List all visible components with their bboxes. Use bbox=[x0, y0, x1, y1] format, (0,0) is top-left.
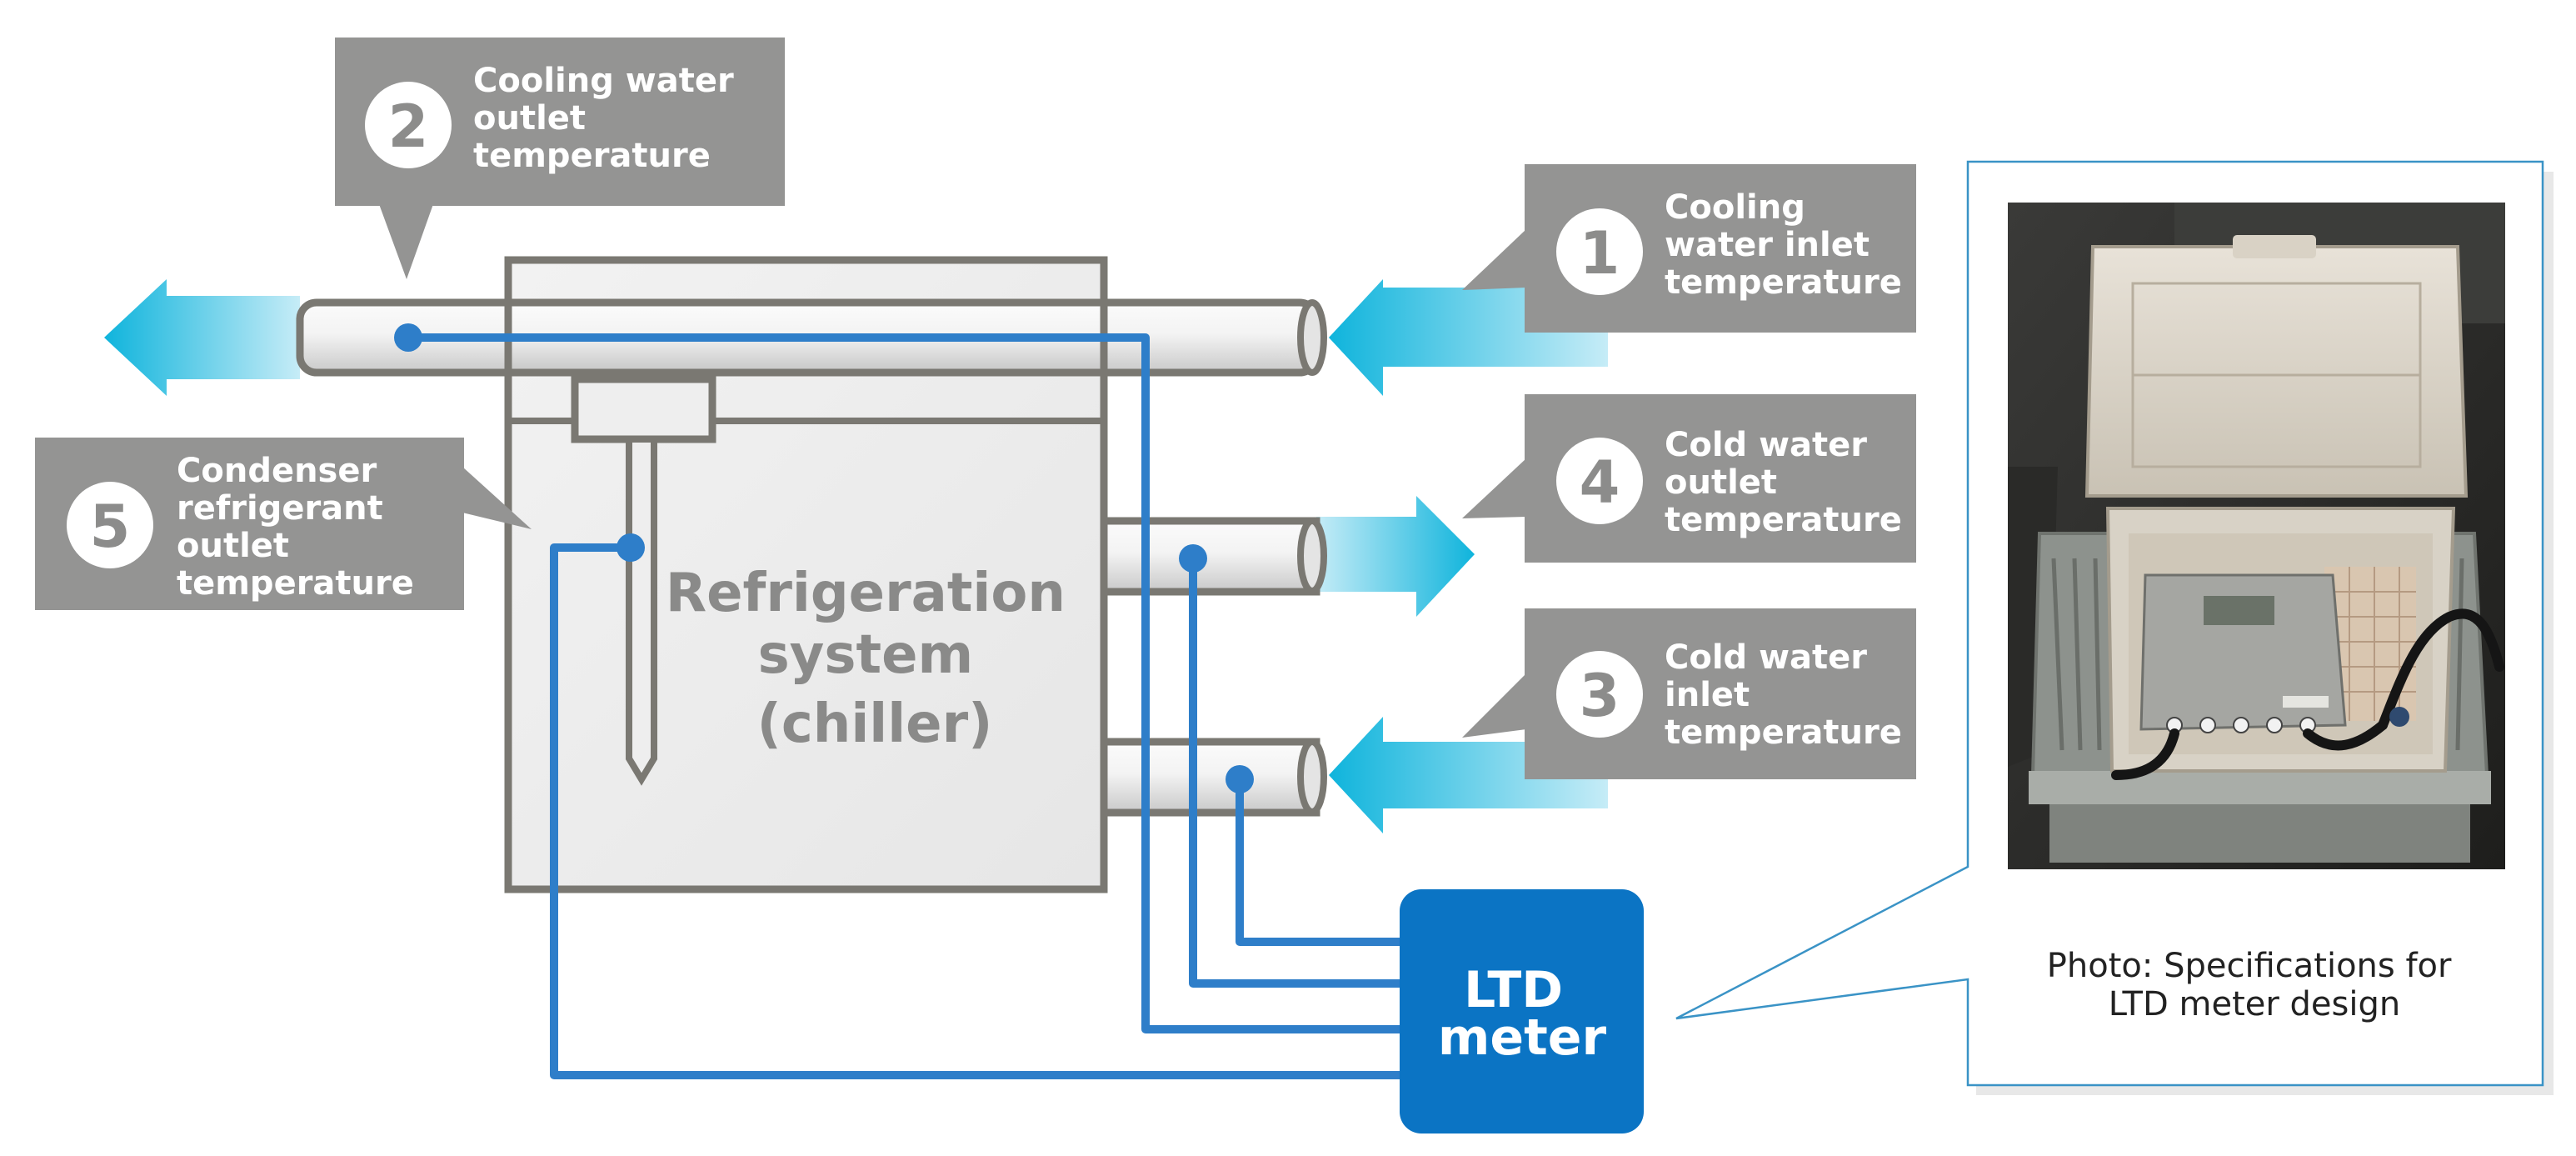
svg-text:LTD meter: LTD meter bbox=[1438, 961, 1607, 1067]
svg-text:2: 2 bbox=[388, 93, 429, 161]
photo-caption: Photo: Specifications for LTD meter desi… bbox=[2047, 947, 2462, 1023]
sensor-point-4 bbox=[1179, 544, 1207, 573]
label-condenser-refrigerant-outlet: 5 Condenser refrigerant outlet temperatu… bbox=[35, 438, 532, 610]
ltd-meter: LTD meter bbox=[1400, 889, 1644, 1133]
svg-text:4: 4 bbox=[1580, 448, 1620, 517]
wire-cooling-outlet bbox=[408, 333, 1404, 1033]
cold-water-outlet-pipe bbox=[1100, 517, 1327, 596]
chiller-label: Refrigeration system (chiller) bbox=[666, 563, 1084, 755]
wire-cold-inlet bbox=[1236, 779, 1404, 946]
svg-text:Cold water inlet t: Cold water inlet temperature bbox=[1665, 638, 1902, 752]
cold-water-outlet-arrow bbox=[1316, 496, 1475, 617]
label-cold-water-inlet: 3 Cold water inlet temperature bbox=[1462, 608, 1916, 779]
ltd-meter-photo bbox=[2008, 203, 2505, 869]
sensor-point-3 bbox=[1226, 765, 1254, 793]
label-cold-water-outlet: 4 Cold water outlet temperature bbox=[1462, 394, 1916, 563]
sensor-points bbox=[394, 323, 1254, 793]
svg-text:Condenser refrigerant: Condenser refrigerant outlet temperature bbox=[177, 452, 414, 603]
sensor-wires bbox=[408, 333, 1404, 1079]
svg-text:Cooling water inlet: Cooling water inlet temperature bbox=[1665, 188, 1902, 302]
photo-callout: Photo: Specifications for LTD meter desi… bbox=[1675, 160, 2554, 1095]
refrigerant-probe bbox=[571, 375, 716, 786]
sensor-point-5 bbox=[617, 533, 645, 562]
svg-text:Cold water outlet: Cold water outlet temperature bbox=[1665, 426, 1902, 539]
svg-text:Cooling water outlet: Cooling water outlet temperature bbox=[473, 62, 746, 175]
svg-text:5: 5 bbox=[90, 493, 131, 561]
svg-text:1: 1 bbox=[1580, 219, 1620, 288]
label-cooling-water-inlet: 1 Cooling water inlet temperature bbox=[1462, 164, 1916, 333]
wire-cold-outlet bbox=[1189, 558, 1404, 988]
cooling-water-outlet-arrow bbox=[104, 279, 300, 396]
wire-refrigerant bbox=[550, 543, 1404, 1079]
svg-text:3: 3 bbox=[1580, 662, 1620, 730]
sensor-point-2 bbox=[394, 323, 422, 352]
label-cooling-water-outlet: 2 Cooling water outlet temperature bbox=[335, 38, 785, 279]
cold-water-inlet-pipe bbox=[1100, 738, 1327, 817]
